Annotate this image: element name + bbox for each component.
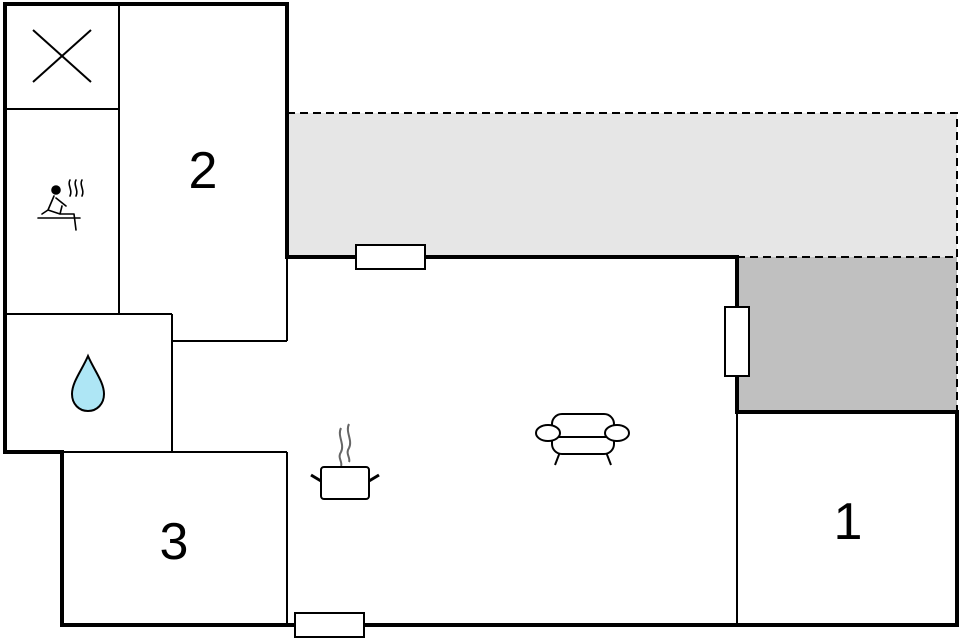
- cooking-pot-icon: [310, 423, 380, 500]
- terrace-light-area: [287, 113, 957, 257]
- outer-wall-lower: [3, 450, 959, 627]
- x-mark-icon: [32, 29, 92, 83]
- water-drop-icon: [70, 353, 106, 413]
- window-top: [355, 244, 426, 270]
- window-right: [724, 306, 750, 377]
- sofa-icon: [535, 413, 630, 466]
- window-bottom: [294, 612, 365, 638]
- sauna-icon: [37, 179, 84, 231]
- room-3-label: 3: [160, 513, 189, 571]
- room-2-label: 2: [189, 142, 218, 200]
- room-1-label: 1: [834, 493, 863, 551]
- terrace-dark-area: [737, 257, 957, 412]
- outer-wall-upper: [3, 2, 959, 624]
- terrace-outline: [287, 112, 958, 412]
